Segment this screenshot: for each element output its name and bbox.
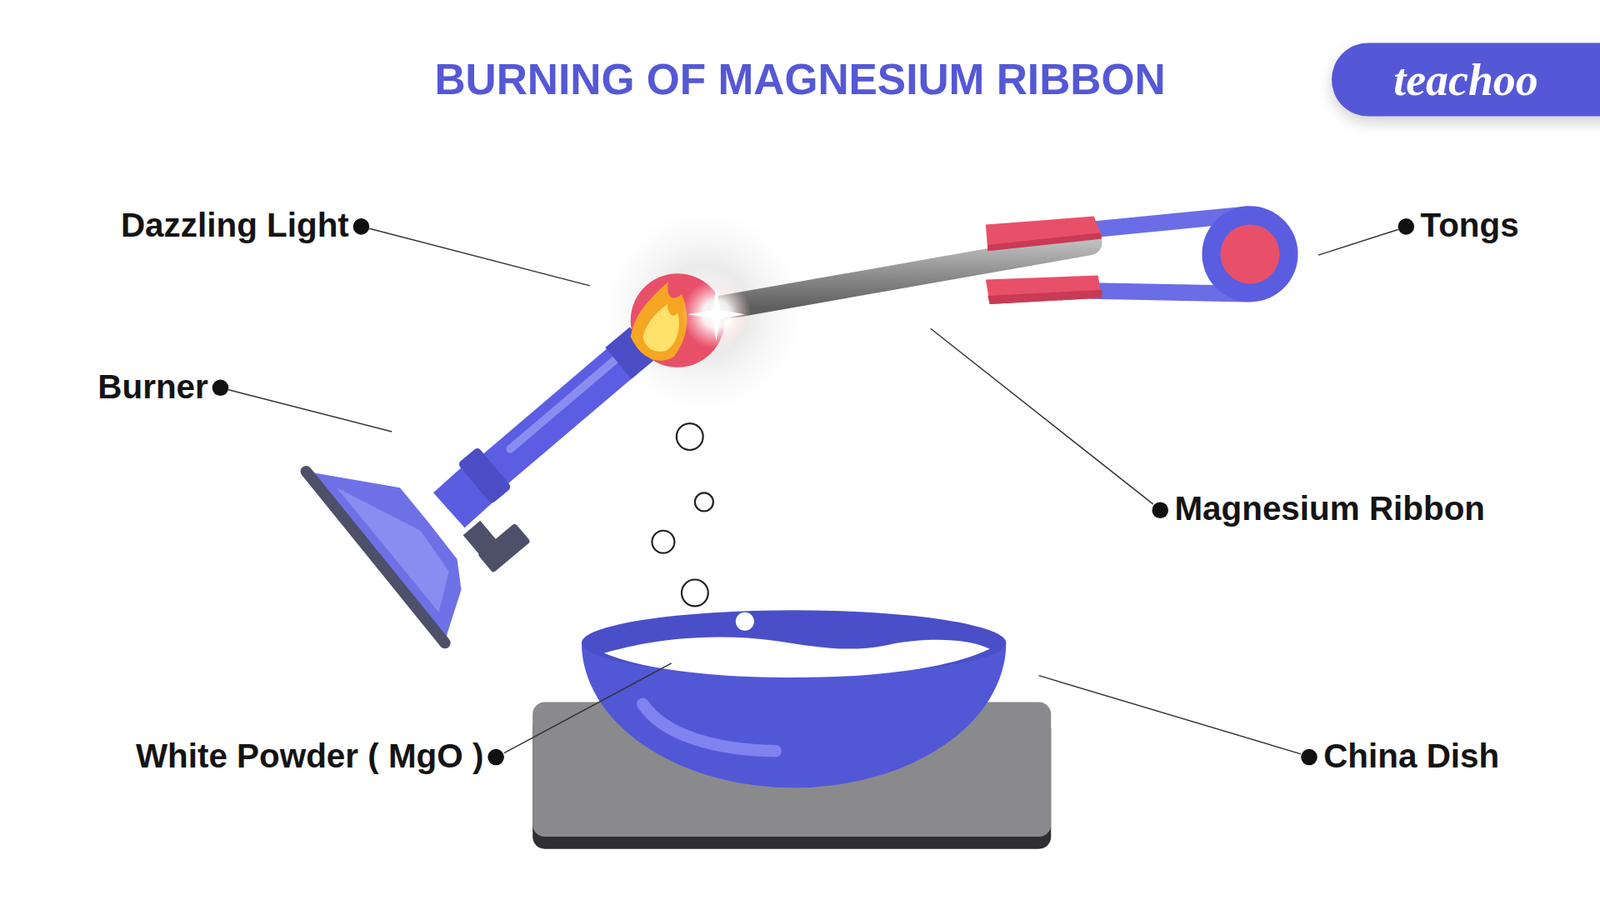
- flame: [630, 281, 688, 361]
- brand-badge: teachoo: [1331, 42, 1600, 116]
- part-label: China Dish: [1323, 736, 1500, 776]
- burner: [305, 342, 643, 643]
- tongs: [985, 205, 1299, 305]
- part-label: Burner: [97, 367, 208, 407]
- part-label: Tongs: [1420, 205, 1519, 245]
- dazzling-spark: [681, 280, 751, 350]
- part-label: Dazzling Light: [120, 205, 350, 245]
- dazzling-glow: [601, 209, 806, 414]
- spark-star: [687, 287, 745, 341]
- part-label: Magnesium Ribbon: [1174, 490, 1485, 530]
- flame-core: [642, 304, 679, 352]
- china-dish: [581, 610, 1006, 788]
- title: BURNING OF MAGNESIUM RIBBON: [434, 55, 1165, 105]
- powder-particles: [651, 423, 754, 631]
- brand-text: teachoo: [1393, 53, 1539, 105]
- part-label: White Powder ( MgO ): [135, 736, 485, 776]
